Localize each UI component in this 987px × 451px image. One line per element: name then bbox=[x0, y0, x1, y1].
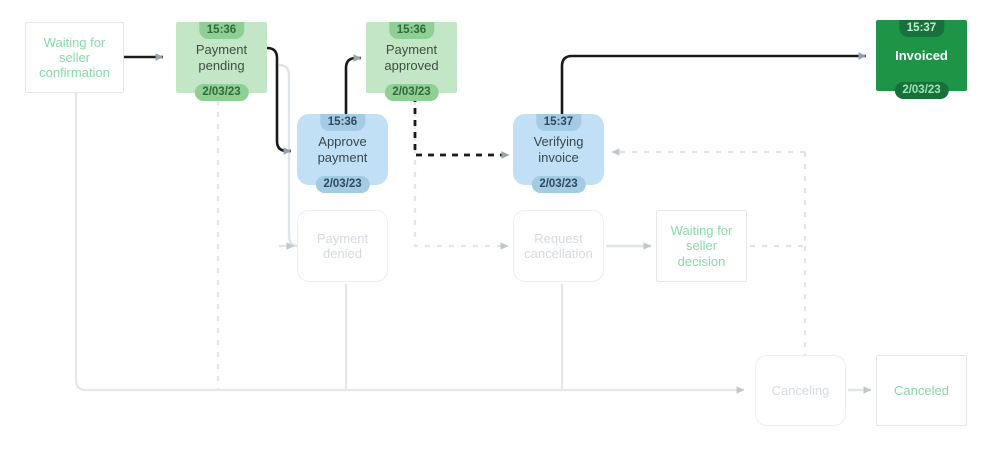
edge-approve-approved bbox=[344, 54, 362, 114]
node-verifying-invoice[interactable]: 15:37 Verifying invoice 2/03/23 bbox=[513, 114, 604, 193]
node-label: Payment pending bbox=[195, 42, 248, 73]
node-time-badge: 15:37 bbox=[535, 114, 582, 132]
node-time-badge: 15:37 bbox=[898, 20, 945, 38]
node-label: Payment approved bbox=[384, 42, 439, 73]
edge-verifying-invoiced bbox=[560, 52, 867, 118]
node-waiting-seller-decision[interactable]: Waiting for seller decision bbox=[656, 210, 747, 282]
node-label: Canceled bbox=[894, 382, 949, 398]
node-date-badge: 2/03/23 bbox=[894, 81, 949, 99]
node-time-badge: 15:36 bbox=[388, 22, 435, 40]
node-date-badge: 2/03/23 bbox=[194, 83, 249, 101]
node-label: Verifying invoice bbox=[533, 134, 584, 165]
node-label: Payment denied bbox=[316, 230, 369, 261]
node-date-badge: 2/03/23 bbox=[384, 83, 439, 101]
node-label: Canceling bbox=[771, 382, 830, 398]
node-canceling[interactable]: Canceling bbox=[755, 355, 846, 426]
node-payment-denied[interactable]: Payment denied bbox=[297, 210, 388, 282]
node-time-badge: 15:36 bbox=[198, 22, 245, 40]
node-time-badge: 15:36 bbox=[319, 114, 366, 132]
node-waiting-seller-confirmation[interactable]: Waiting for seller confirmation bbox=[25, 22, 124, 93]
node-canceled[interactable]: Canceled bbox=[876, 355, 967, 426]
node-label: Request cancellation bbox=[524, 230, 593, 261]
edge-pending-approve bbox=[266, 46, 292, 155]
edge-waitdecision-verifying bbox=[749, 152, 807, 248]
node-date-badge: 2/03/23 bbox=[531, 175, 586, 193]
node-payment-approved[interactable]: 15:36 Payment approved 2/03/23 bbox=[366, 22, 457, 101]
node-label: Waiting for seller decision bbox=[670, 223, 733, 269]
edge-approved-verifying bbox=[413, 96, 510, 159]
edge-waitconf-canceling bbox=[74, 93, 745, 394]
node-label: Approve payment bbox=[317, 134, 368, 165]
node-invoiced[interactable]: 15:37 Invoiced 2/03/23 bbox=[876, 20, 967, 99]
node-label: Waiting for seller confirmation bbox=[39, 34, 110, 81]
node-request-cancellation[interactable]: Request cancellation bbox=[513, 210, 604, 282]
node-label: Invoiced bbox=[895, 47, 948, 63]
edge-pending-denied bbox=[278, 63, 301, 248]
node-date-badge: 2/03/23 bbox=[315, 175, 370, 193]
edge-approved-requestcancel bbox=[413, 100, 509, 250]
node-approve-payment[interactable]: 15:36 Approve payment 2/03/23 bbox=[297, 114, 388, 193]
node-payment-pending[interactable]: 15:36 Payment pending 2/03/23 bbox=[176, 22, 267, 101]
